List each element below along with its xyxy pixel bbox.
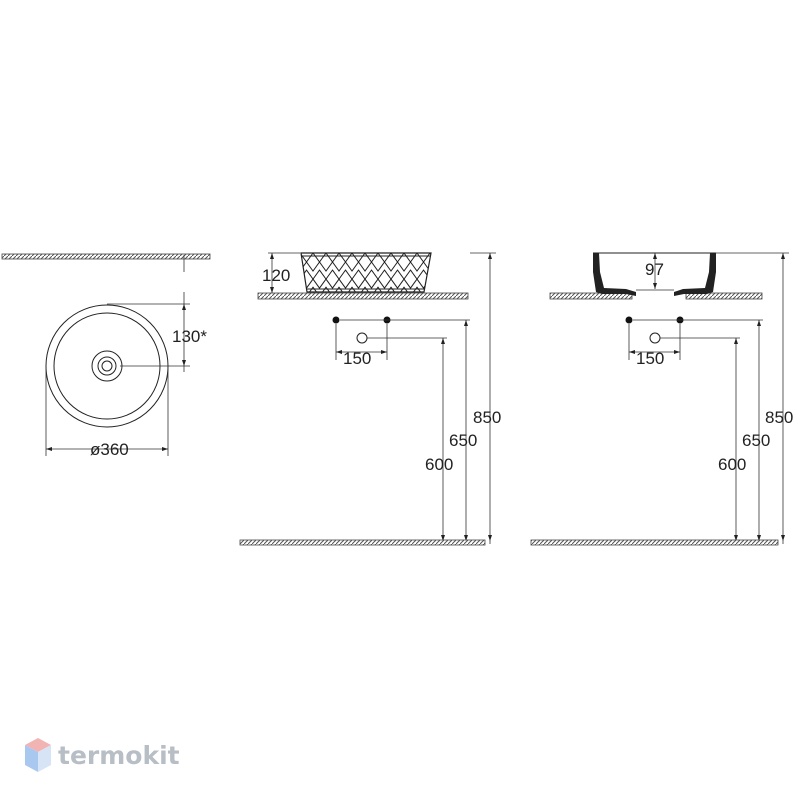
diamond-mark bbox=[305, 253, 321, 272]
diamond-mark bbox=[344, 253, 360, 272]
diamond-mark bbox=[396, 253, 412, 272]
basin-wall-left bbox=[593, 253, 636, 296]
side-view: 120 150 850 650 600 bbox=[239, 252, 501, 546]
diamond-mark bbox=[357, 253, 373, 272]
basin-wall-right bbox=[674, 253, 716, 296]
drain-inner bbox=[97, 356, 117, 376]
cube-logo-icon bbox=[25, 738, 51, 772]
diamond-mark bbox=[403, 269, 418, 289]
diamond-mark bbox=[443, 270, 456, 288]
dim-650: 650 bbox=[449, 431, 477, 450]
floor-line bbox=[239, 539, 486, 546]
diamond-mark bbox=[409, 253, 425, 272]
supply-left bbox=[332, 316, 340, 324]
countertop-right bbox=[685, 292, 763, 300]
watermark: termokit bbox=[25, 738, 180, 772]
diamond-mark bbox=[312, 269, 327, 289]
drain-outlet bbox=[356, 332, 368, 344]
diameter-label: ø360 bbox=[90, 440, 129, 459]
dim-600: 600 bbox=[425, 455, 453, 474]
spacing-label: 150 bbox=[343, 349, 371, 368]
diamond-mark bbox=[390, 269, 405, 289]
depth-label: 97 bbox=[645, 260, 664, 279]
dim-600: 600 bbox=[718, 455, 746, 474]
drain-outlet bbox=[649, 332, 661, 344]
drain-outer bbox=[91, 350, 123, 382]
diamond-mark bbox=[429, 269, 431, 289]
diamond-mark bbox=[351, 269, 366, 289]
diamond-mark bbox=[338, 269, 353, 289]
diamond-mark bbox=[331, 253, 347, 272]
height-label: 120 bbox=[262, 266, 290, 285]
countertop-left bbox=[549, 292, 633, 300]
countertop-edge bbox=[1, 253, 211, 260]
diamond-mark bbox=[370, 253, 386, 272]
section-view: 97 150 850 650 600 bbox=[530, 252, 793, 546]
floor-line bbox=[530, 539, 779, 546]
diamond-mark bbox=[377, 269, 392, 289]
spacing-label: 150 bbox=[636, 349, 664, 368]
dim-850: 850 bbox=[765, 408, 793, 427]
diamond-mark bbox=[437, 253, 450, 271]
countertop bbox=[257, 292, 469, 300]
dim-850: 850 bbox=[473, 408, 501, 427]
dim-650: 650 bbox=[742, 431, 770, 450]
watermark-text: termokit bbox=[58, 741, 180, 770]
supply-left bbox=[625, 316, 633, 324]
diamond-mark bbox=[301, 253, 308, 272]
diamond-mark bbox=[325, 269, 340, 289]
offset-label: 130* bbox=[172, 327, 207, 346]
top-view: ø360 130* bbox=[1, 253, 211, 459]
drain-center bbox=[101, 360, 113, 372]
diamond-mark bbox=[318, 253, 334, 272]
diamond-mark bbox=[364, 269, 379, 289]
diamond-mark bbox=[383, 253, 399, 272]
